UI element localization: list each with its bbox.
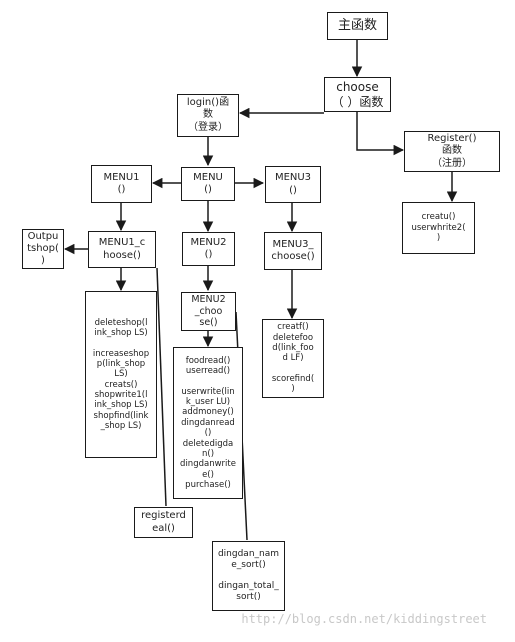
node-user-funcs: foodread() userread() userwrite(lin k_us… xyxy=(173,347,243,499)
node-registerdeal: registerd eal() xyxy=(134,507,193,538)
node-shop-funcs-label: deleteshop(l ink_shop LS) increaseshop p… xyxy=(92,317,150,432)
node-menu-label: MENU () xyxy=(193,171,223,195)
node-food-funcs: creatf() deletefoo d(link_foo d LF) scor… xyxy=(262,319,324,398)
node-user-funcs-label: foodread() userread() userwrite(lin k_us… xyxy=(180,355,236,490)
node-menu1: MENU1 () xyxy=(91,165,152,203)
watermark-url: http://blog.csdn.net/kiddingstreet xyxy=(241,612,487,626)
node-menu3-choose: MENU3_ choose() xyxy=(264,232,322,270)
node-login-function: login()函 数 （登录） xyxy=(177,94,239,137)
node-menu2-label: MENU2 () xyxy=(190,236,227,260)
node-login-function-label: login()函 数 （登录） xyxy=(186,97,230,133)
node-menu3-label: MENU3 () xyxy=(274,172,312,196)
node-menu1-choose: MENU1_c hoose() xyxy=(88,231,156,268)
node-choose-function: choose （ ）函数 xyxy=(324,77,391,112)
node-register-funcs-label: creatu() userwhrite2( ) xyxy=(411,212,466,244)
node-menu3-choose-label: MENU3_ choose() xyxy=(271,238,315,262)
node-outputshop: Outpu tshop( ) xyxy=(22,229,64,269)
node-register-funcs: creatu() userwhrite2( ) xyxy=(402,202,475,254)
node-menu: MENU () xyxy=(181,167,235,201)
node-outputshop-label: Outpu tshop( ) xyxy=(27,230,59,267)
node-menu1-label: MENU1 () xyxy=(103,171,140,195)
node-shop-funcs: deleteshop(l ink_shop LS) increaseshop p… xyxy=(85,291,157,458)
node-menu1-choose-label: MENU1_c hoose() xyxy=(98,237,146,261)
node-menu2-choose-label: MENU2 _choo se() xyxy=(191,294,226,329)
line-menu1choose-to-registerdeal xyxy=(156,267,167,507)
node-food-funcs-label: creatf() deletefoo d(link_foo d LF) scor… xyxy=(271,322,315,395)
node-sort-funcs-label: dingdan_nam e_sort() dingan_total_ sort(… xyxy=(217,548,280,603)
node-menu2: MENU2 () xyxy=(182,232,235,266)
node-main-function-label: 主函数 xyxy=(337,18,377,34)
node-sort-funcs: dingdan_nam e_sort() dingan_total_ sort(… xyxy=(212,541,285,611)
node-menu3: MENU3 () xyxy=(265,166,321,203)
node-choose-function-label: choose （ ）函数 xyxy=(331,79,384,109)
node-registerdeal-label: registerd eal() xyxy=(141,510,186,534)
node-register-function: Register() 函数 （注册） xyxy=(404,131,500,172)
node-register-function-label: Register() 函数 （注册） xyxy=(427,133,477,169)
node-main-function: 主函数 xyxy=(327,12,388,40)
node-menu2-choose: MENU2 _choo se() xyxy=(181,292,236,331)
arrow-choose-to-register xyxy=(356,112,405,156)
